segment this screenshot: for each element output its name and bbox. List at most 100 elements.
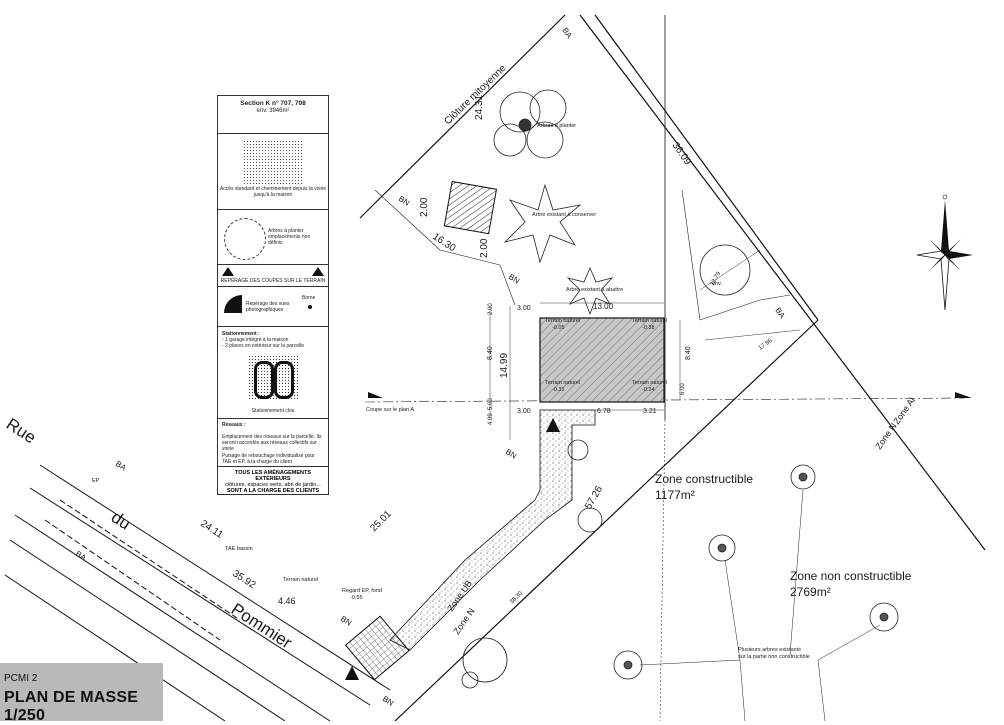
legend-stationnement-title: Stationnement : <box>222 331 260 337</box>
label-tn1-val: -0.05 <box>552 325 565 331</box>
label-plusieurs: Plusieurs arbres existants <box>738 647 801 653</box>
label-ep: EP <box>92 478 100 484</box>
section-arrow-icon <box>222 267 234 276</box>
legend-footer: TOUS LES AMÉNAGEMENTS EXTÉRIEURS clôture… <box>218 467 328 494</box>
street-word-rue: Rue <box>3 414 40 447</box>
street-lines <box>4 464 391 721</box>
label-plusieurs2: sur la partie non constructible <box>738 654 810 660</box>
trees-to-plant <box>493 89 567 159</box>
dimension-lines <box>489 249 801 440</box>
marker-ba: BA <box>560 26 574 40</box>
dim-200c: 2.00 <box>488 303 494 315</box>
marker-ba: BA <box>114 459 128 473</box>
photo-view-marker-icon <box>345 666 359 680</box>
parking-slot-icon <box>254 361 274 399</box>
legend-footer-3: SONT A LA CHARGE DES CLIENTS <box>226 488 320 494</box>
parcel-boundary <box>359 14 986 721</box>
legend-coupes-text: REPÉRAGE DES COUPES SUR LE TERRAIN <box>220 278 326 284</box>
zone-constructible-name: Zone constructible <box>655 472 753 486</box>
dim-2431: 24.31 <box>474 95 485 120</box>
dim-3592: 35.92 <box>230 568 257 591</box>
sheet-code: PCMI 2 <box>4 673 38 684</box>
legend-arbres: Arbres à planter emplacements non défini… <box>218 210 328 265</box>
sheet-title: PLAN DE MASSE 1/250 <box>4 689 139 724</box>
label-env: env. <box>712 281 722 287</box>
zone-constructible-area: 1177m² <box>655 488 695 502</box>
dim-500: 5.00 <box>488 398 494 410</box>
zone-non-constructible-area: 2769m² <box>790 585 831 599</box>
legend-reseaux-1: Emplacement des réseaux sur la parcelle.… <box>222 434 322 452</box>
marker-bn: BN <box>381 694 395 708</box>
dim-1300: 13.00 <box>593 302 614 311</box>
legend-borne-text: Borne <box>302 295 316 301</box>
parking-grid <box>344 615 410 681</box>
photo-view-marker-icon <box>546 418 560 432</box>
dim-840b: 8.40 <box>685 346 692 360</box>
dim-1499: 14.99 <box>499 353 510 378</box>
existing-trees <box>461 244 899 689</box>
label-arbre-conserver: Arbre existant à conserver <box>532 212 596 218</box>
legend-stationnement-clos: Stationnement clos <box>251 408 295 414</box>
dim-600: 6.00 <box>680 383 686 395</box>
label-regard-val: -0.55 <box>350 595 363 601</box>
dim-446: 4.46 <box>278 596 296 606</box>
dim-2411: 24.11 <box>198 518 225 541</box>
dim-300a: 3.00 <box>517 305 531 312</box>
legend-arbres-text: Arbres à planter emplacements non défini… <box>268 228 311 246</box>
marker-ba: BA <box>74 549 88 563</box>
marker-bn: BN <box>507 272 521 286</box>
borne-dot-icon <box>308 305 312 309</box>
label-tn1: Terrain naturel <box>545 318 580 324</box>
dim-200a: 2.00 <box>419 197 430 217</box>
legend-section-area: env. 3946m² <box>256 108 290 114</box>
legend-acces-text: Accès standard et cheminement depuis la … <box>219 186 327 198</box>
zone-ai-label: Zone Ai <box>891 395 917 426</box>
dim-200b: 2.00 <box>479 238 490 258</box>
legend-footer-2: clôtures, espaces verts, abri de jardin.… <box>225 482 321 488</box>
legend-reseaux: Réseaux : Emplacement des réseaux sur la… <box>218 419 328 467</box>
label-regard: Regard EP, fond <box>342 588 382 594</box>
dim-409: 4.09 <box>488 413 494 425</box>
shed-building <box>443 180 498 235</box>
legend-stationnement-2: - 2 places en extérieur sur la parcelle <box>222 343 304 349</box>
legend-footer-1: TOUS LES AMÉNAGEMENTS EXTÉRIEURS <box>234 470 312 482</box>
legend-section: Section K n° 707, 708 env. 3946m² <box>218 96 328 134</box>
legend-reseaux-title: Réseaux : <box>222 422 246 428</box>
legend-stationnement-1: - 1 garage intégré à la maison <box>222 337 289 343</box>
gravel-swatch <box>243 140 303 184</box>
dim-2501: 25.01 <box>368 508 394 534</box>
driveway <box>389 409 596 651</box>
zone-non-constructible-name: Zone non constructible <box>790 569 912 583</box>
parking-slot-icon <box>274 361 294 399</box>
legend-coupes: REPÉRAGE DES COUPES SUR LE TERRAIN <box>218 265 328 287</box>
legend-acces: Accès standard et cheminement depuis la … <box>218 140 328 210</box>
legend-vues-text: Repérage des vues photographiques <box>246 301 290 313</box>
label-arbre-abattre: Arbre existant à abattre <box>566 287 623 293</box>
label-coupe: Coupe sur le plan A <box>366 407 414 413</box>
dim-5726: 57.26 <box>583 484 605 512</box>
setback-lines <box>374 189 791 321</box>
label-tn2-val: -0.38 <box>642 325 655 331</box>
section-line-a <box>364 392 972 403</box>
legend-reseaux-2: Puisage de rebouchage individualisé pour… <box>222 453 315 465</box>
label-tn4-val: -0.34 <box>642 387 655 393</box>
tree-to-keep-star <box>503 183 582 264</box>
label-tn3-val: -0.31 <box>552 387 565 393</box>
dim-840a: 8.40 <box>487 346 494 360</box>
label-tn2: Terrain naturel <box>632 318 667 324</box>
dim-678: 6.78 <box>597 408 611 415</box>
marker-bn: BN <box>397 194 411 208</box>
section-arrow-icon <box>312 267 324 276</box>
label-tn5: Terrain naturel <box>283 577 318 583</box>
secondary-boundary <box>659 419 666 721</box>
sheet-title-block: PCMI 2 PLAN DE MASSE 1/250 <box>0 663 163 724</box>
tree-to-fell-star <box>566 266 614 316</box>
label-tn3: Terrain naturel <box>545 380 580 386</box>
label-tn4: Terrain naturel <box>632 380 667 386</box>
tree-symbol-icon <box>224 218 266 260</box>
leader-lines <box>639 489 881 721</box>
dim-1786: 17.86 <box>758 338 774 352</box>
marker-ba: BA <box>773 306 787 320</box>
parking-swatch <box>248 355 298 399</box>
